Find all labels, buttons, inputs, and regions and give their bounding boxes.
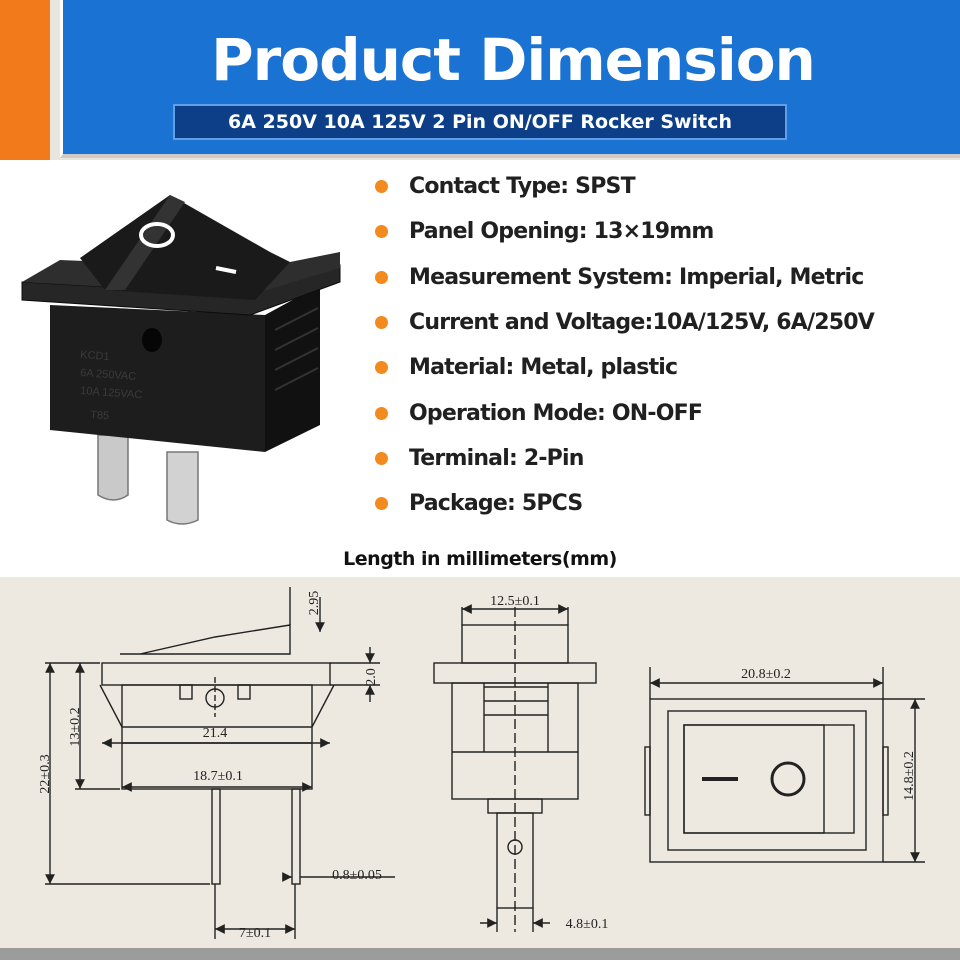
spec-item-material: Material: Metal, plastic bbox=[375, 345, 874, 390]
on-symbol-icon bbox=[215, 266, 237, 274]
svg-text:KCD1: KCD1 bbox=[80, 349, 110, 363]
spec-item-contact-type: Contact Type: SPST bbox=[375, 164, 874, 209]
spec-item-operation-mode: Operation Mode: ON-OFF bbox=[375, 390, 874, 435]
spec-text: Measurement System: Imperial, Metric bbox=[409, 264, 864, 290]
bullet-icon bbox=[375, 361, 388, 375]
bullet-icon bbox=[375, 225, 388, 239]
bullet-icon bbox=[375, 451, 388, 465]
svg-text:6A 250VAC: 6A 250VAC bbox=[80, 367, 137, 383]
spec-item-measurement-system: Measurement System: Imperial, Metric bbox=[375, 255, 874, 300]
dim-total-height: 22±0.3 bbox=[38, 754, 53, 793]
spec-text: Operation Mode: ON-OFF bbox=[409, 400, 703, 426]
dim-lower-width: 18.7±0.1 bbox=[193, 769, 243, 784]
front-view-drawing bbox=[644, 667, 925, 863]
page-subtitle: 6A 250V 10A 125V 2 Pin ON/OFF Rocker Swi… bbox=[173, 104, 787, 140]
svg-text:T85: T85 bbox=[90, 409, 110, 422]
bullet-icon bbox=[375, 180, 388, 194]
title-panel: Product Dimension 6A 250V 10A 125V 2 Pin… bbox=[60, 0, 960, 158]
svg-text:10A 125VAC: 10A 125VAC bbox=[80, 385, 143, 401]
dimension-drawings: 2.95 2.0 13±0.2 22±0.3 21.4 18.7±0.1 0.8… bbox=[38, 587, 925, 941]
dim-pin-width: 4.8±0.1 bbox=[566, 917, 609, 932]
dim-side-width: 12.5±0.1 bbox=[490, 594, 540, 609]
bullet-icon bbox=[375, 316, 388, 330]
pin-right bbox=[166, 451, 199, 525]
spec-list: Contact Type: SPST Panel Opening: 13×19m… bbox=[375, 164, 875, 526]
dim-pin-spacing: 7±0.1 bbox=[239, 926, 271, 941]
pin-left bbox=[97, 434, 129, 501]
caption-bar: Length in millimeters(mm) bbox=[0, 543, 960, 577]
bullet-icon bbox=[375, 406, 388, 420]
dim-front-height: 14.8±0.2 bbox=[902, 751, 917, 801]
dimension-drawing-area: 2.95 2.0 13±0.2 22±0.3 21.4 18.7±0.1 0.8… bbox=[0, 577, 960, 948]
switch-body bbox=[50, 305, 265, 452]
spec-item-terminal: Terminal: 2-Pin bbox=[375, 436, 874, 481]
spec-text: Contact Type: SPST bbox=[409, 174, 636, 200]
dim-rocker-height: 2.95 bbox=[307, 591, 322, 616]
bullet-icon bbox=[375, 270, 388, 284]
dim-flange-height: 2.0 bbox=[364, 668, 379, 686]
edge-view-drawing bbox=[433, 604, 597, 932]
dim-body-width: 21.4 bbox=[203, 726, 228, 741]
side-view-drawing bbox=[45, 587, 395, 939]
spec-text: Panel Opening: 13×19mm bbox=[409, 219, 714, 245]
spec-item-current-voltage: Current and Voltage:10A/125V, 6A/250V bbox=[375, 300, 875, 345]
orange-accent-tab bbox=[0, 0, 50, 160]
switch-body-side bbox=[265, 285, 320, 452]
bullet-icon bbox=[375, 497, 388, 511]
spec-text: Package: 5PCS bbox=[409, 491, 583, 517]
spec-item-panel-opening: Panel Opening: 13×19mm bbox=[375, 209, 874, 254]
dim-pin-thickness: 0.8±0.05 bbox=[332, 868, 382, 883]
rocker-switch-photo: KCD1 6A 250VAC 10A 125VAC T85 bbox=[21, 195, 341, 525]
spec-item-package: Package: 5PCS bbox=[375, 481, 874, 526]
spec-text: Material: Metal, plastic bbox=[409, 355, 678, 381]
header-banner: Product Dimension 6A 250V 10A 125V 2 Pin… bbox=[0, 0, 960, 160]
units-caption: Length in millimeters(mm) bbox=[343, 548, 617, 570]
off-symbol-icon bbox=[139, 222, 175, 248]
dim-body-height: 13±0.2 bbox=[68, 707, 83, 746]
page-title: Product Dimension bbox=[211, 26, 816, 94]
spec-text: Terminal: 2-Pin bbox=[409, 445, 584, 471]
bottom-strip bbox=[0, 948, 960, 960]
dim-front-width: 20.8±0.2 bbox=[741, 667, 791, 682]
spec-text: Current and Voltage:10A/125V, 6A/250V bbox=[409, 310, 875, 336]
